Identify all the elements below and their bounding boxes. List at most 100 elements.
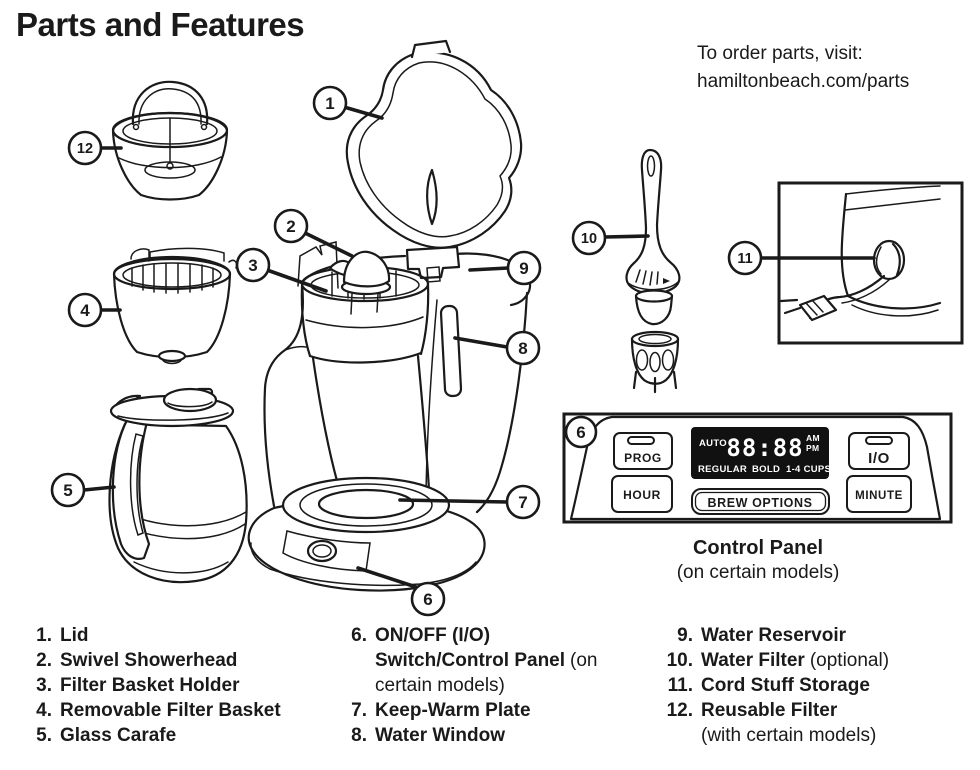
part-item-12: 12. Reusable Filter (with certain models) — [660, 698, 972, 748]
display-cups-label: 1-4 CUPS — [786, 464, 831, 475]
part-item-2: 2. Swivel Showerhead — [28, 648, 338, 673]
part-note: (with certain models) — [701, 725, 877, 746]
clock-display: AUTO 88:88 AM PM REGULAR BOLD 1-4 CUPS — [691, 427, 831, 479]
part-number: 5. — [36, 725, 52, 746]
part-number: 7. — [351, 700, 367, 721]
base-drawing — [247, 476, 486, 592]
callout-6: 6 — [356, 566, 446, 617]
part-item-4: 4. Removable Filter Basket — [28, 698, 338, 723]
hour-button[interactable]: HOUR — [611, 475, 673, 513]
keep-warm-plate-drawing — [281, 476, 451, 534]
display-pm-label: PM — [806, 443, 819, 453]
minute-button[interactable]: MINUTE — [846, 475, 912, 513]
io-button[interactable]: I/O — [848, 432, 910, 470]
callout-7: 7 — [398, 484, 541, 520]
control-panel-caption: Control Panel (on certain models) — [565, 536, 951, 585]
part-number: 8. — [351, 725, 367, 746]
part-name: ON/OFF (I/O) Switch/Control Panel — [375, 625, 566, 671]
part-name: Removable Filter Basket — [60, 700, 281, 721]
part-number: 3. — [36, 675, 52, 696]
part-name: Glass Carafe — [60, 725, 177, 746]
page-title: Parts and Features — [16, 6, 305, 43]
part-item-10: 10. Water Filter(optional) — [660, 648, 972, 673]
callout-3: 3 — [235, 247, 328, 293]
parts-list-column-1: 1. Lid 2. Swivel Showerhead 3. Filter Ba… — [28, 623, 338, 748]
part-number: 12. — [666, 700, 693, 721]
callout-6-panel-number: 6 — [576, 423, 585, 442]
callout-8-number: 8 — [518, 339, 527, 358]
part-name: Reusable Filter — [701, 700, 838, 721]
callout-11-number: 11 — [737, 251, 752, 267]
part-item-8: 8. Water Window — [343, 723, 643, 748]
part-name: Filter Basket Holder — [60, 675, 240, 696]
callout-6-number: 6 — [423, 590, 432, 609]
callout-6-control-panel: 6 — [564, 415, 598, 449]
callout-8: 8 — [453, 330, 541, 366]
control-panel-caption-title: Control Panel — [692, 537, 823, 559]
brew-options-button[interactable]: BREW OPTIONS — [691, 488, 830, 515]
display-regular-label: REGULAR — [698, 464, 747, 475]
order-parts-url: hamiltonbeach.com/parts — [697, 71, 910, 92]
lid-drawing — [345, 39, 523, 249]
removable-filter-basket-drawing — [112, 247, 238, 365]
part-number: 9. — [677, 625, 693, 646]
swivel-showerhead-drawing — [328, 250, 392, 315]
part-item-1: 1. Lid — [28, 623, 338, 648]
part-name: Water Filter — [701, 650, 805, 671]
io-indicator-light — [865, 436, 893, 445]
prog-indicator-light — [627, 436, 655, 445]
control-panel-caption-note: (on certain models) — [676, 562, 840, 583]
callout-11: 11 — [727, 240, 876, 276]
display-auto-label: AUTO — [699, 438, 727, 449]
parts-list-column-3: 9. Water Reservoir 10. Water Filter(opti… — [660, 623, 972, 748]
part-name: Cord Stuff Storage — [701, 675, 870, 696]
callout-9: 9 — [468, 250, 542, 286]
control-panel-inset: PROG HOUR AUTO 88:88 AM PM REGULAR BOLD … — [562, 412, 953, 524]
display-time: 88:88 — [726, 434, 803, 462]
power-plug-drawing — [779, 294, 838, 322]
callout-10-number: 10 — [581, 231, 597, 247]
callout-5-number: 5 — [63, 481, 72, 500]
part-name: Water Window — [375, 725, 506, 746]
part-number: 4. — [36, 700, 52, 721]
callout-2-number: 2 — [286, 217, 295, 236]
io-button-label: I/O — [868, 450, 890, 467]
prog-button-label: PROG — [624, 451, 662, 465]
parts-list-column-2: 6. ON/OFF (I/O) Switch/Control Panel(on … — [343, 623, 643, 748]
callout-1-number: 1 — [325, 94, 334, 113]
cord-storage-inset — [777, 181, 964, 345]
callout-1: 1 — [312, 85, 384, 121]
prog-button[interactable]: PROG — [613, 432, 673, 470]
paper-filter-drawing — [297, 241, 339, 289]
callout-4-number: 4 — [80, 301, 90, 320]
callout-10: 10 — [571, 220, 650, 256]
water-window-drawing — [439, 304, 463, 398]
lid-hinge-drawing — [405, 245, 461, 280]
part-name: Swivel Showerhead — [60, 650, 238, 671]
order-parts-info: To order parts, visit: hamiltonbeach.com… — [697, 40, 909, 96]
callout-4: 4 — [67, 292, 122, 328]
part-item-3: 3. Filter Basket Holder — [28, 673, 338, 698]
callout-9-number: 9 — [519, 259, 528, 278]
display-am-label: AM — [806, 433, 820, 443]
part-number: 10. — [666, 650, 693, 671]
part-name: Water Reservoir — [701, 625, 847, 646]
part-note: (on certain models) — [375, 650, 598, 696]
callout-5: 5 — [50, 472, 116, 508]
minute-button-label: MINUTE — [855, 490, 903, 502]
display-bold-label: BOLD — [752, 464, 780, 475]
reusable-filter-drawing — [111, 80, 229, 201]
callout-2: 2 — [273, 208, 354, 258]
part-item-9: 9. Water Reservoir — [660, 623, 972, 648]
glass-carafe-drawing — [108, 387, 248, 584]
on-off-switch-drawing — [306, 539, 338, 563]
callout-3-number: 3 — [248, 256, 257, 275]
callout-12-number: 12 — [77, 141, 93, 157]
part-item-11: 11. Cord Stuff Storage — [660, 673, 972, 698]
hour-button-label: HOUR — [623, 488, 661, 502]
part-number: 6. — [351, 625, 367, 646]
part-number: 2. — [36, 650, 52, 671]
brew-options-label: BREW OPTIONS — [707, 496, 812, 510]
